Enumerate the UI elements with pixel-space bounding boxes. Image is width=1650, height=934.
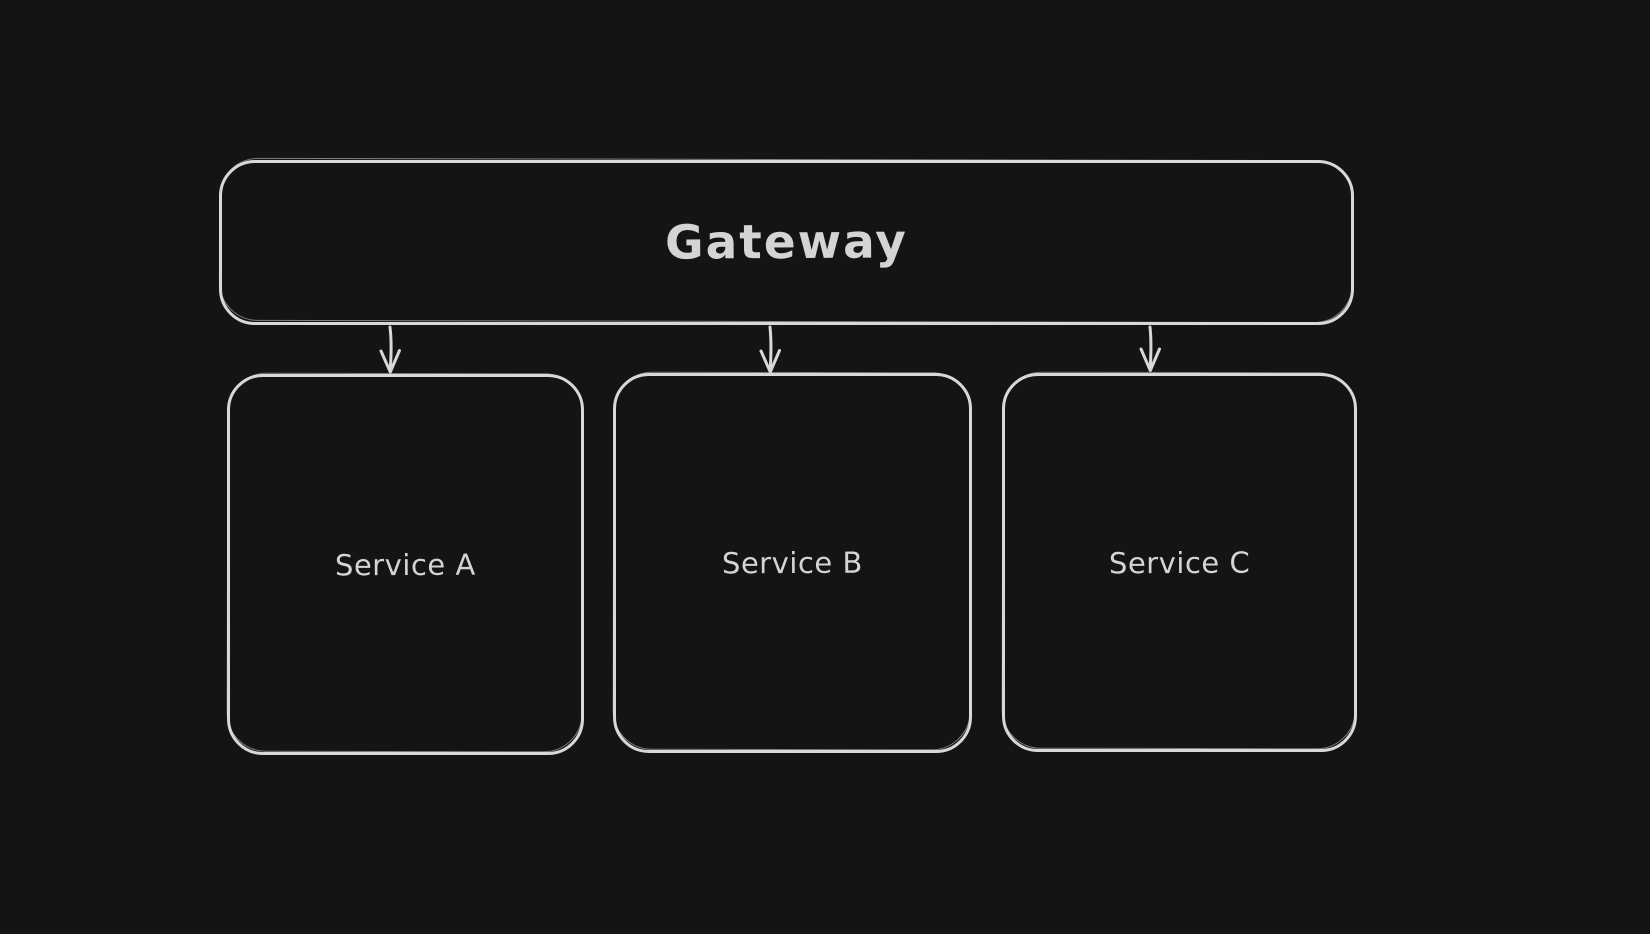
node-gateway-label: Gateway (664, 214, 909, 271)
node-service-a-label: Service A (335, 547, 476, 582)
edge-gateway-to-service-b (759, 325, 781, 374)
node-service-b-label: Service B (722, 545, 863, 581)
arrowhead-down-icon (759, 349, 781, 374)
node-gateway: Gateway (219, 160, 1354, 325)
node-service-c-label: Service C (1108, 545, 1251, 580)
arrow-shaft (388, 325, 393, 371)
arrowhead-down-icon (379, 349, 401, 374)
node-service-a: Service A (227, 374, 584, 755)
arrow-shaft (768, 325, 773, 371)
node-service-c: Service C (1002, 373, 1357, 752)
arrow-shaft (1148, 325, 1153, 369)
edge-gateway-to-service-c (1139, 325, 1161, 372)
node-service-b: Service B (613, 373, 972, 753)
edge-gateway-to-service-a (379, 325, 401, 374)
arrowhead-down-icon (1139, 347, 1161, 372)
